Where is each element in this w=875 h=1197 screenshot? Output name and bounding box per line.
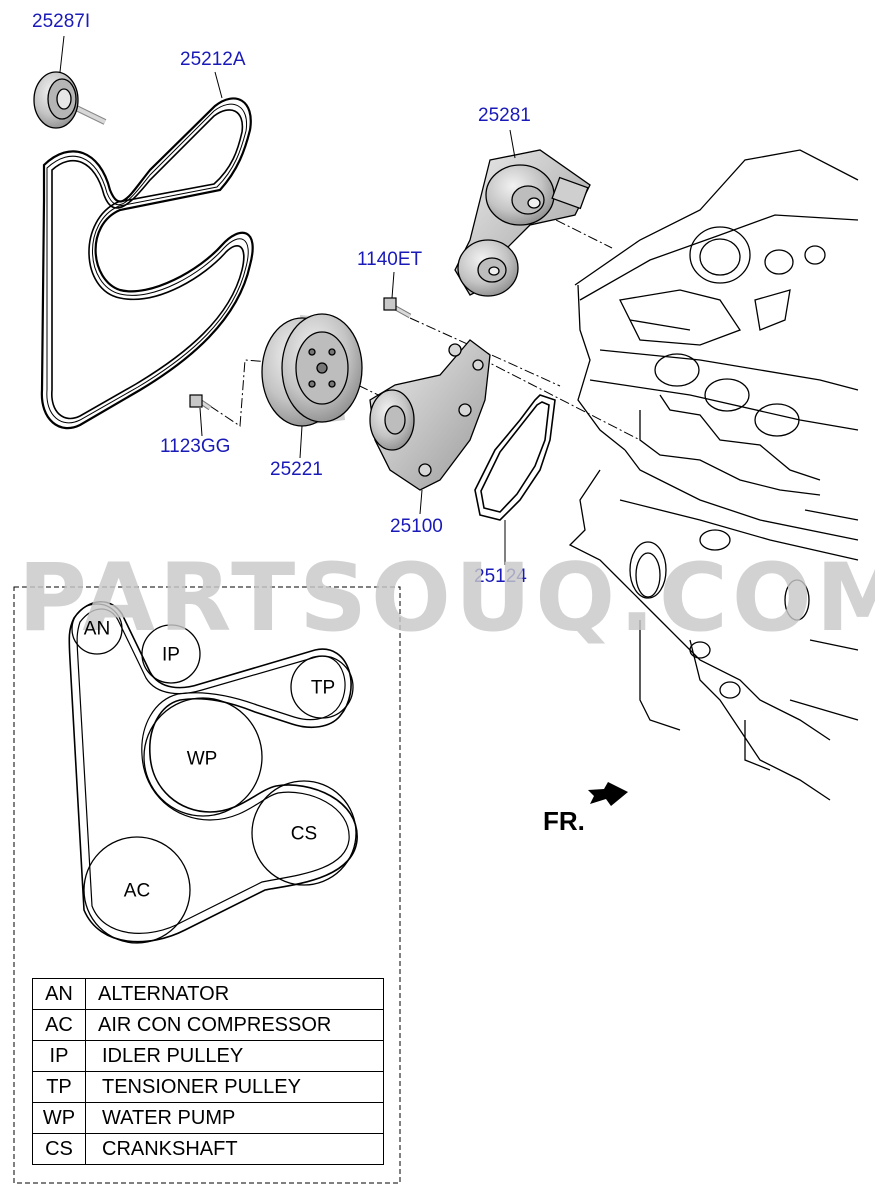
drive-belt (40, 97, 254, 430)
belt-routing-frame (13, 586, 401, 1184)
leader-lines (59, 35, 516, 565)
belt-routing-diagram (68, 601, 358, 944)
legend-code: CS (32, 1133, 86, 1165)
pulley-label-wp: WP (186, 748, 218, 770)
part-label-25212a[interactable]: 25212A (180, 49, 246, 70)
legend-code: TP (32, 1071, 86, 1103)
part-label-25124[interactable]: 25124 (474, 566, 527, 587)
belt-route-inner (76, 608, 350, 934)
part-label-25221[interactable]: 25221 (270, 459, 323, 480)
pulley-wp-circle (143, 697, 263, 817)
part-label-25281[interactable]: 25281 (478, 105, 531, 126)
tensioner-part (454, 149, 591, 297)
pulley-label-tp: TP (310, 677, 336, 699)
legend-row: WP WATER PUMP (32, 1102, 384, 1134)
legend-row: IP IDLER PULLEY (32, 1040, 384, 1072)
front-direction-arrow (588, 782, 628, 806)
legend-row: TP TENSIONER PULLEY (32, 1071, 384, 1103)
legend-description: WATER PUMP (85, 1102, 384, 1134)
pulley-label-ip: IP (162, 644, 180, 666)
pulley-cs-circle (251, 780, 357, 886)
legend-description: AIR CON COMPRESSOR (85, 1009, 384, 1041)
legend-code: AC (32, 1009, 86, 1041)
part-label-25100[interactable]: 25100 (390, 516, 443, 537)
pulley-ac-circle (83, 836, 191, 944)
part-label-25287i[interactable]: 25287I (32, 11, 91, 32)
gasket-part (474, 394, 556, 521)
part-label-1140et[interactable]: 1140ET (357, 249, 423, 270)
legend-code: AN (32, 978, 86, 1010)
engine-block (568, 149, 859, 801)
water-pump-part (369, 339, 491, 491)
belt-route-outer (68, 601, 358, 943)
front-direction-label: FR. (543, 806, 585, 836)
legend-code: WP (32, 1102, 86, 1134)
pulley-label-cs: CS (290, 823, 318, 845)
legend-code: IP (32, 1040, 86, 1072)
water-pump-pulley-part (261, 313, 363, 427)
legend-description: CRANKSHAFT (85, 1133, 384, 1165)
legend-description: IDLER PULLEY (85, 1040, 384, 1072)
pulley-label-an: AN (83, 618, 111, 640)
legend-description: ALTERNATOR (85, 978, 384, 1010)
legend-row: AC AIR CON COMPRESSOR (32, 1009, 384, 1041)
bolt-1123gg (189, 394, 212, 411)
bolt-1140et (383, 297, 412, 319)
legend-row: CS CRANKSHAFT (32, 1133, 384, 1165)
legend-description: TENSIONER PULLEY (85, 1071, 384, 1103)
idler-pulley-part (33, 71, 107, 129)
pulley-legend-table: AN ALTERNATOR AC AIR CON COMPRESSOR IP I… (32, 978, 384, 1165)
legend-row: AN ALTERNATOR (32, 978, 384, 1010)
pulley-label-ac: AC (123, 880, 151, 902)
part-label-1123gg[interactable]: 1123GG (160, 436, 231, 457)
